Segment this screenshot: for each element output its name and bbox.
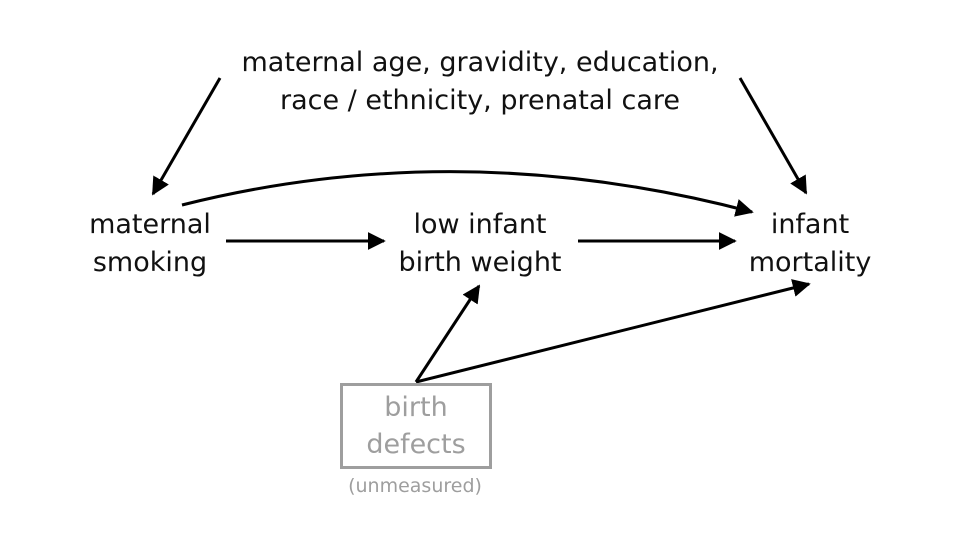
confounders-line-1: maternal age, gravidity, education, [241,47,719,78]
infant-mortality-line-2: mortality [748,247,872,278]
birth-defects-line-2: defects [366,429,466,460]
unmeasured-note: (unmeasured) [348,475,482,497]
infant-mortality-node: infant mortality [720,206,900,282]
low-birth-weight-node: low infant birth weight [370,206,590,282]
arrow-defects-to-mortality [415,279,811,384]
low-birth-weight-line-2: birth weight [398,247,562,278]
arrow-confounders-to-smoking [151,77,222,196]
arrow-defects-to-low-birth-weight [414,284,481,383]
birth-defects-line-1: birth [384,392,448,423]
confounders-node: maternal age, gravidity, education, race… [170,44,790,120]
low-birth-weight-line-1: low infant [413,209,547,240]
infant-mortality-line-1: infant [770,209,850,240]
arrow-confounders-to-mortality [738,77,808,195]
confounders-line-2: race / ethnicity, prenatal care [279,85,680,116]
maternal-smoking-line-2: smoking [92,247,208,278]
maternal-smoking-node: maternal smoking [50,206,250,282]
birth-defects-box [340,383,492,469]
birth-defects-node: birth defects [340,389,492,463]
maternal-smoking-line-1: maternal [89,209,211,240]
arrow-smoking-to-mortality [181,170,754,217]
